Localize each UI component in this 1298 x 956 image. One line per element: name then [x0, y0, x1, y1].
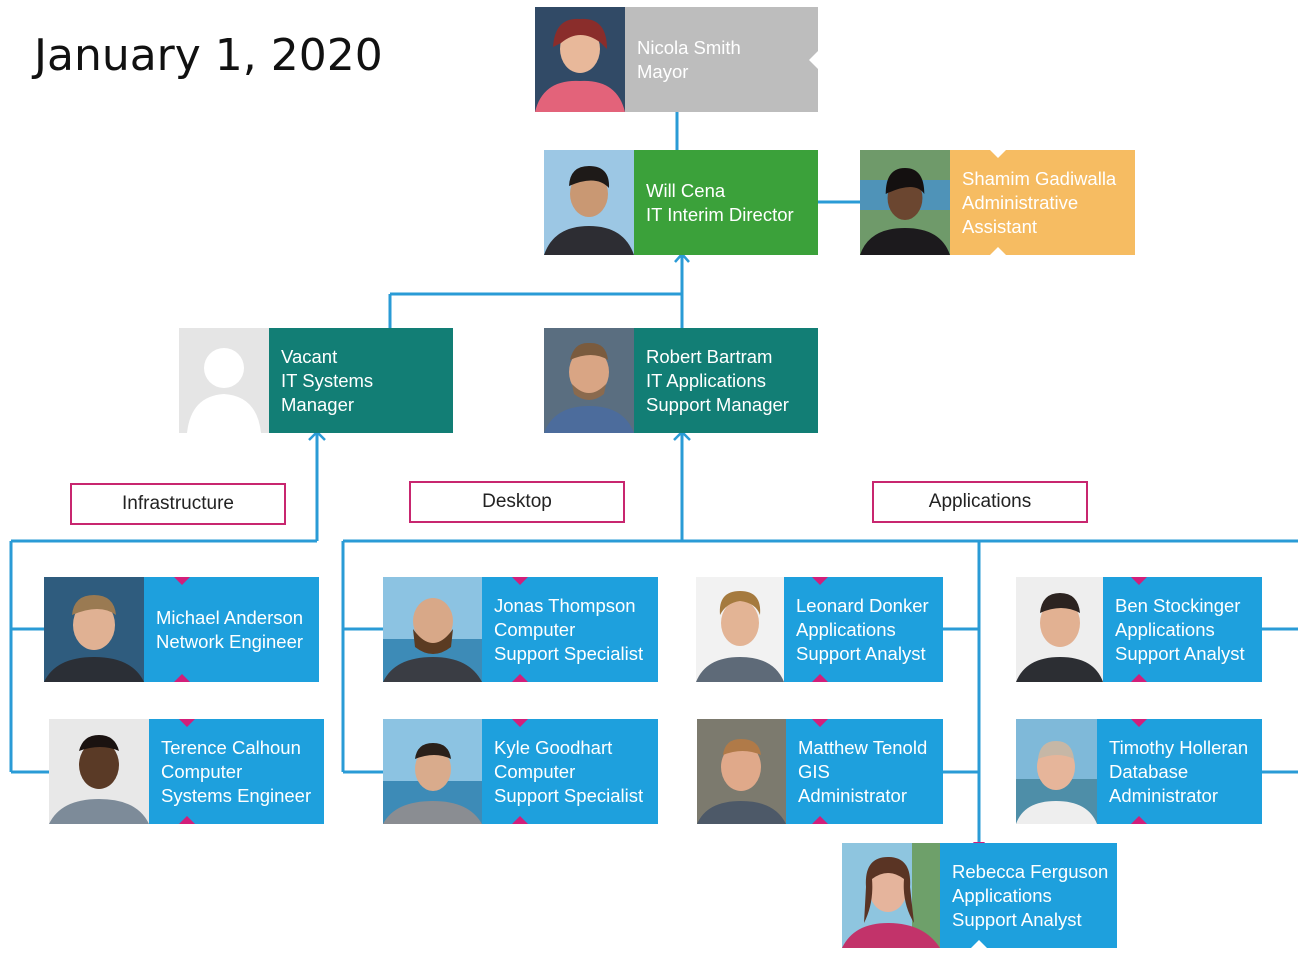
top-marker-icon — [174, 577, 190, 585]
top-marker-icon — [179, 719, 195, 727]
director-name: Will Cena — [646, 179, 726, 201]
director-title: IT Interim Director — [646, 203, 794, 225]
person-photo-icon — [1016, 719, 1097, 824]
top-marker-icon — [812, 577, 828, 585]
card-tenold[interactable]: Matthew Tenold GIS Administrator — [697, 719, 943, 824]
systems-manager-name: Vacant — [281, 345, 338, 367]
top-marker-icon — [812, 719, 828, 727]
assistant-name: Shamim Gadiwalla — [962, 167, 1117, 189]
goodhart-title-line1: Computer — [494, 760, 576, 782]
card-apps-manager[interactable]: Robert Bartram IT Applications Support M… — [544, 328, 818, 433]
top-marker-icon — [512, 719, 528, 727]
group-label-desktop: Desktop — [409, 481, 625, 523]
card-donker[interactable]: Leonard Donker Applications Support Anal… — [696, 577, 943, 682]
holleran-name: Timothy Holleran — [1109, 736, 1249, 758]
top-marker-icon — [990, 150, 1006, 158]
bottom-marker-icon — [512, 674, 528, 682]
card-mayor[interactable]: Nicola Smith Mayor — [535, 7, 818, 112]
tenold-title-line2: Administrator — [798, 784, 907, 806]
group-label-applications: Applications — [872, 481, 1088, 523]
person-photo-icon — [44, 577, 144, 682]
assistant-title-line2: Assistant — [962, 215, 1038, 237]
goodhart-name: Kyle Goodhart — [494, 736, 613, 758]
tenold-title-line1: GIS — [798, 760, 830, 782]
bottom-marker-icon — [990, 247, 1006, 255]
vacant-silhouette-icon — [179, 328, 269, 433]
anderson-name: Michael Anderson — [156, 606, 304, 628]
bottom-marker-icon — [812, 816, 828, 824]
card-assistant[interactable]: Shamim Gadiwalla Administrative Assistan… — [860, 150, 1135, 255]
card-anderson[interactable]: Michael Anderson Network Engineer — [44, 577, 319, 682]
thompson-name: Jonas Thompson — [494, 594, 636, 616]
card-director[interactable]: Will Cena IT Interim Director — [544, 150, 818, 255]
card-systems-manager[interactable]: Vacant IT Systems Manager — [179, 328, 453, 433]
ferguson-name: Rebecca Ferguson — [952, 860, 1109, 882]
person-photo-icon — [842, 843, 940, 948]
person-photo-icon — [49, 719, 149, 824]
holleran-title-line2: Administrator — [1109, 784, 1218, 806]
systems-manager-title-line1: IT Systems — [281, 369, 374, 391]
person-photo-icon — [697, 719, 786, 824]
card-thompson[interactable]: Jonas Thompson Computer Support Speciali… — [383, 577, 658, 682]
bottom-marker-icon — [179, 816, 195, 824]
systems-manager-title-line2: Manager — [281, 393, 355, 415]
donker-name: Leonard Donker — [796, 594, 929, 616]
anderson-title: Network Engineer — [156, 630, 304, 652]
person-photo-icon — [544, 328, 634, 433]
top-marker-icon — [1131, 719, 1147, 727]
card-goodhart[interactable]: Kyle Goodhart Computer Support Specialis… — [383, 719, 658, 824]
holleran-title-line1: Database — [1109, 760, 1189, 782]
stockinger-name: Ben Stockinger — [1115, 594, 1241, 616]
calhoun-title-line1: Computer — [161, 760, 243, 782]
goodhart-title-line2: Support Specialist — [494, 784, 644, 806]
person-photo-icon — [383, 577, 482, 682]
stockinger-title-line2: Support Analyst — [1115, 642, 1245, 664]
person-photo-icon — [544, 150, 634, 255]
bottom-marker-icon — [512, 816, 528, 824]
tenold-name: Matthew Tenold — [798, 736, 928, 758]
bottom-marker-icon — [1131, 816, 1147, 824]
person-photo-icon — [860, 150, 950, 255]
apps-manager-title-line1: IT Applications — [646, 369, 766, 391]
bottom-marker-icon — [174, 674, 190, 682]
calhoun-name: Terence Calhoun — [161, 736, 301, 758]
person-photo-icon — [535, 7, 625, 112]
person-photo-icon — [696, 577, 784, 682]
apps-manager-title-line2: Support Manager — [646, 393, 789, 415]
bottom-marker-icon — [812, 674, 828, 682]
top-marker-icon — [1131, 577, 1147, 585]
bottom-marker-icon — [971, 940, 987, 948]
collapse-arrow-icon[interactable] — [809, 51, 818, 69]
top-marker-icon — [512, 577, 528, 585]
card-ferguson[interactable]: Rebecca Ferguson Applications Support An… — [842, 843, 1117, 948]
stockinger-title-line1: Applications — [1115, 618, 1215, 640]
card-holleran[interactable]: Timothy Holleran Database Administrator — [1016, 719, 1262, 824]
person-photo-icon — [1016, 577, 1103, 682]
thompson-title-line2: Support Specialist — [494, 642, 644, 664]
person-photo-icon — [383, 719, 482, 824]
donker-title-line2: Support Analyst — [796, 642, 926, 664]
group-label-infrastructure: Infrastructure — [70, 483, 286, 525]
donker-title-line1: Applications — [796, 618, 896, 640]
ferguson-title-line1: Applications — [952, 884, 1052, 906]
chart-date: January 1, 2020 — [34, 30, 383, 81]
mayor-title: Mayor — [637, 60, 689, 82]
card-calhoun[interactable]: Terence Calhoun Computer Systems Enginee… — [49, 719, 324, 824]
card-stockinger[interactable]: Ben Stockinger Applications Support Anal… — [1016, 577, 1262, 682]
thompson-title-line1: Computer — [494, 618, 576, 640]
ferguson-title-line2: Support Analyst — [952, 908, 1082, 930]
apps-manager-name: Robert Bartram — [646, 345, 773, 367]
mayor-name: Nicola Smith — [637, 36, 741, 58]
calhoun-title-line2: Systems Engineer — [161, 784, 312, 806]
bottom-marker-icon — [1131, 674, 1147, 682]
assistant-title-line1: Administrative — [962, 191, 1079, 213]
